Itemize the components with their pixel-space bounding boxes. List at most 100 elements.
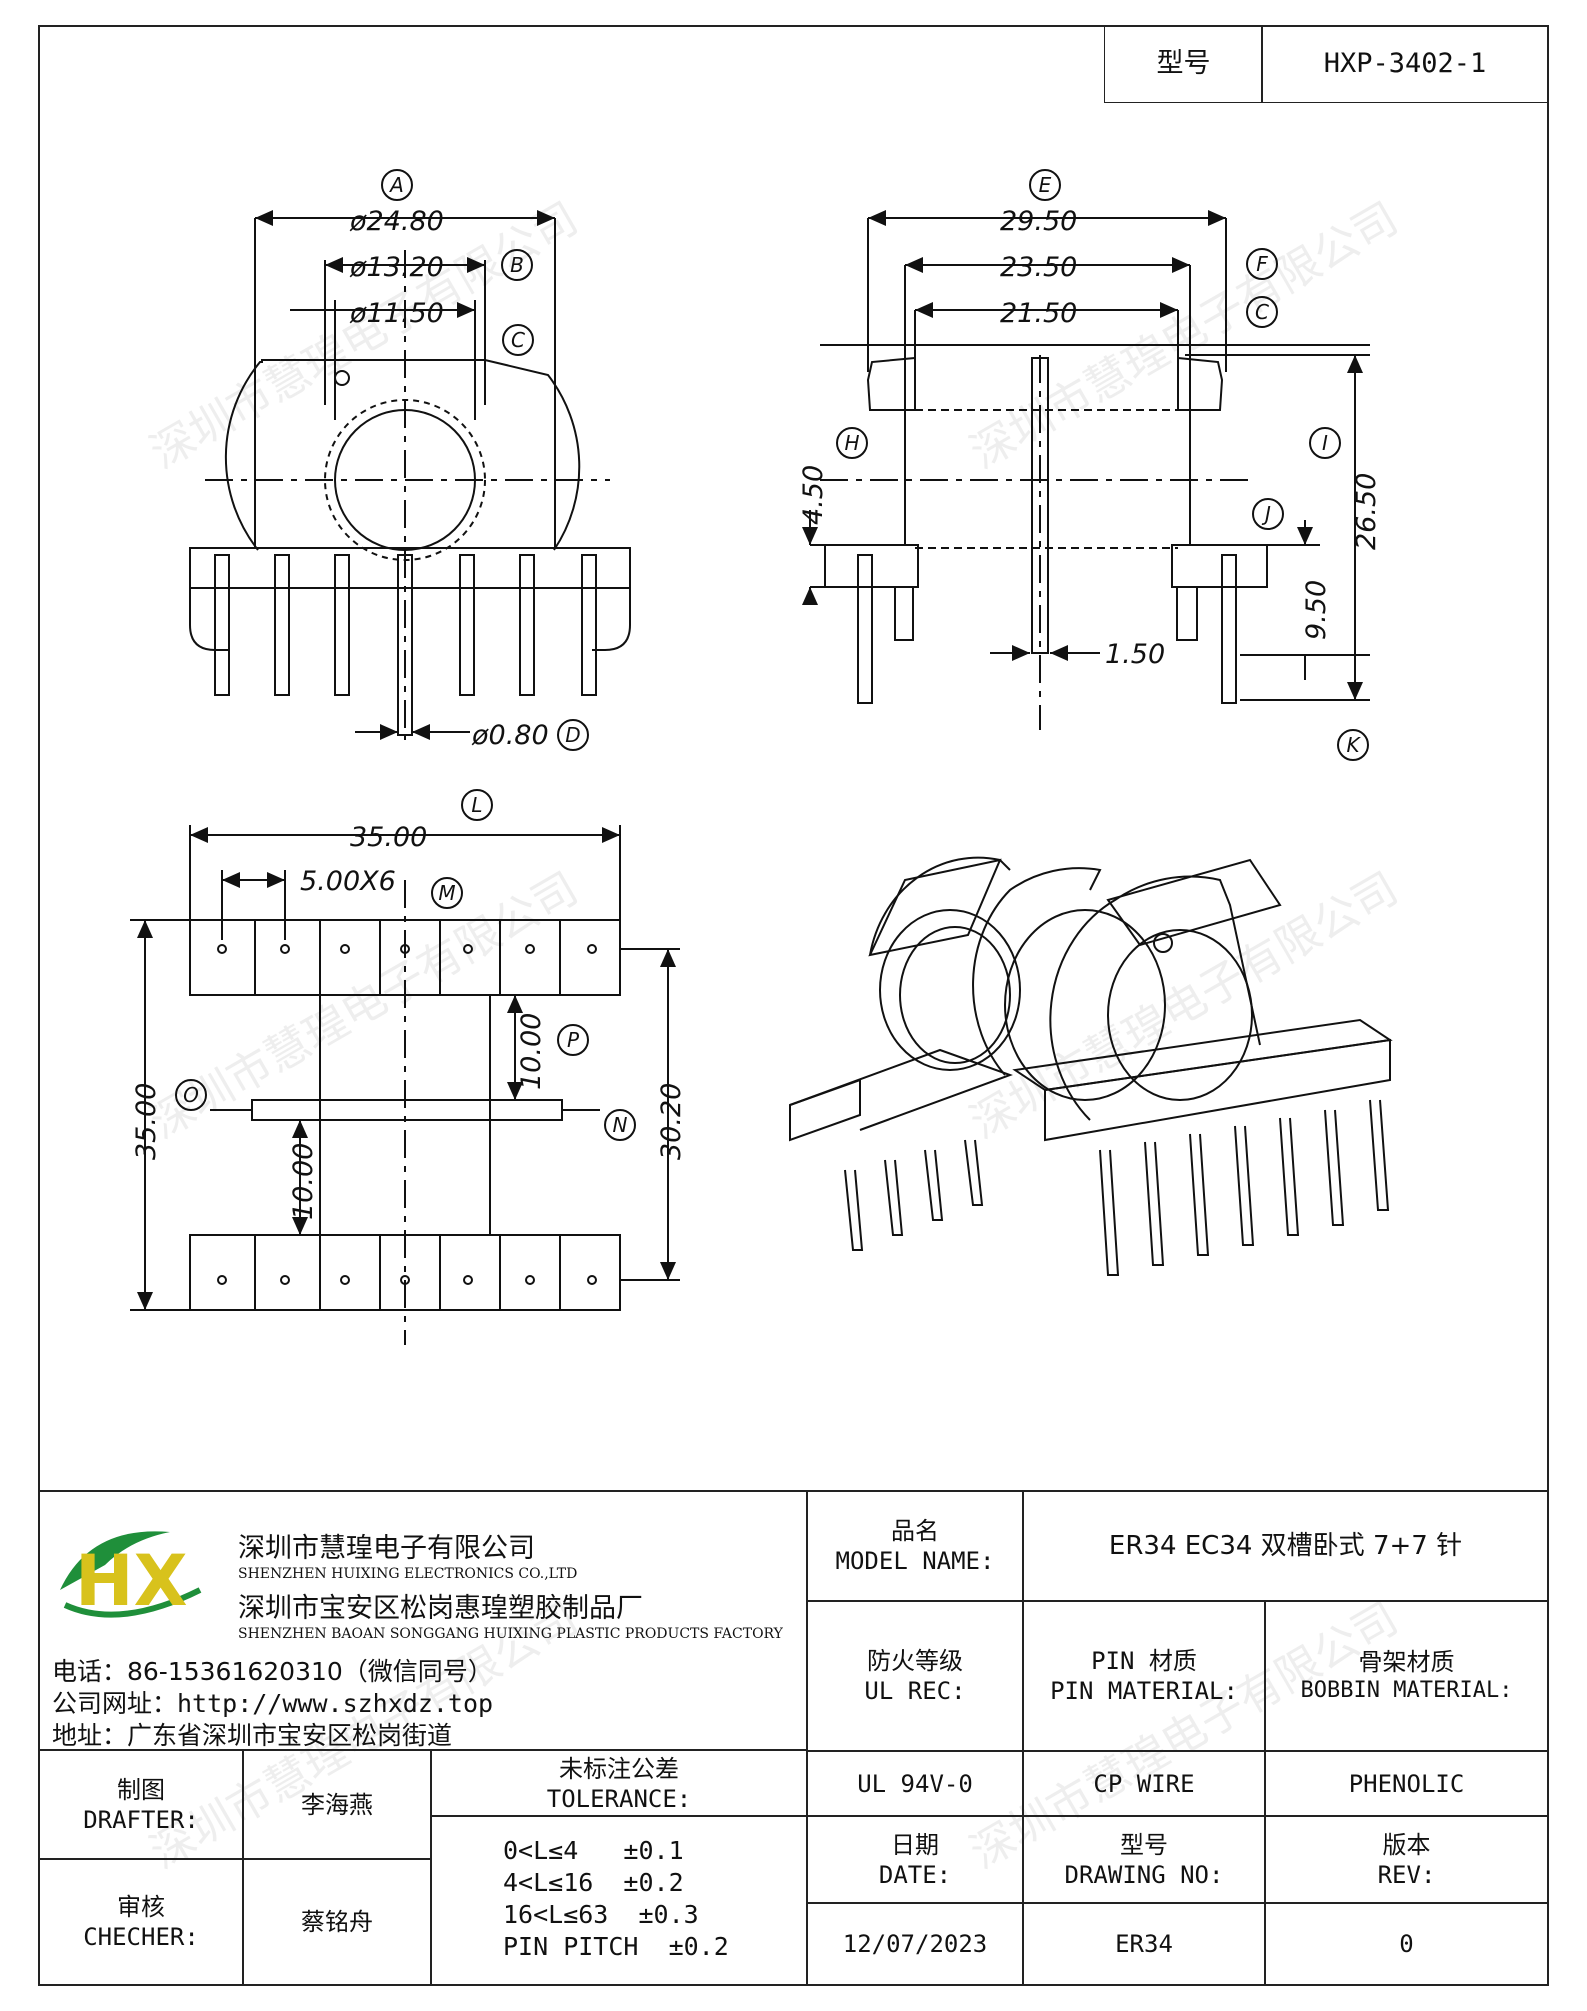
company-address: 地址：广东省深圳市宝安区松岗街道 [52,1721,453,1750]
pin-label-cell: PIN 材质 PIN MATERIAL: [1022,1600,1266,1752]
tag-C: C [511,328,525,352]
date-label-cn: 日期 [891,1830,939,1859]
date-label-en: DATE: [878,1860,952,1889]
dim-G: 21.50 [1000,298,1077,329]
company-phone: 电话：86-15361620310（微信同号） [52,1657,493,1686]
dim-L: 35.00 [350,822,427,853]
model-name-label-cell: 品名 MODEL NAME: [806,1490,1024,1602]
tag-G: C [1255,300,1269,324]
tolerance-line: 0<L≤4 ±0.1 [503,1836,684,1865]
model-name-label-en: MODEL NAME: [835,1547,995,1575]
drawing-no-label-cn: 型号 [1120,1830,1168,1859]
header-model-label-cell: 型号 [1104,25,1263,103]
dim-Q: 10.00 [288,1143,319,1220]
bottom-view-pin-slots [217,920,597,1310]
rev-value: 0 [1399,1930,1414,1958]
factory-name-cn: 深圳市宝安区松岗惠瑝塑胶制品厂 [238,1593,643,1624]
tag-A: A [388,173,404,197]
tolerance-line: 16<L≤63 ±0.3 [503,1900,699,1929]
ul-value-cell: UL 94V-0 [806,1750,1024,1817]
tag-H: H [844,431,859,455]
drawing-no-value: ER34 [1115,1930,1173,1958]
dim-P: 10.00 [516,1013,547,1090]
front-view [189,169,631,751]
drafter-value-cell: 李海燕 [242,1750,432,1860]
drafter-label-cell: 制图 DRAFTER: [38,1750,244,1860]
tolerance-line: 4<L≤16 ±0.2 [503,1868,684,1897]
bobbin-value: PHENOLIC [1348,1769,1465,1798]
bottom-view [130,789,680,1345]
bobbin-value-cell: PHENOLIC [1264,1750,1549,1817]
tag-F: F [1256,252,1268,276]
tag-O: O [183,1083,199,1107]
rev-value-cell: 0 [1264,1902,1549,1986]
technical-drawing: ø24.80 ø13.20 ø11.50 ø0.80 A B C D 29.50… [130,169,1393,1345]
dim-B: ø13.20 [349,252,444,283]
company-website: 公司网址：http://www.szhxdz.top [52,1689,494,1718]
tolerance-values-cell: 0<L≤4 ±0.1 4<L≤16 ±0.2 16<L≤63 ±0.3 PIN … [430,1815,808,1986]
tolerance-label-cell: 未标注公差 TOLERANCE: [430,1750,808,1817]
rev-label-cell: 版本 REV: [1264,1815,1549,1904]
checker-label-cell: 审核 CHECHER: [38,1858,244,1986]
model-name-label-cn: 品名 [891,1517,939,1545]
tag-M: M [438,881,455,905]
checker-value-cell: 蔡铭舟 [242,1858,432,1986]
bobbin-label-en: BOBBIN MATERIAL: [1300,1678,1513,1704]
factory-name-en: SHENZHEN BAOAN SONGGANG HUIXING PLASTIC … [238,1626,783,1642]
ul-value: UL 94V-0 [857,1769,973,1798]
isometric-view-pins [844,1099,1390,1276]
drawing-no-label-cell: 型号 DRAWING NO: [1022,1815,1266,1904]
title-block-top-line [38,1490,1549,1492]
dim-M: 5.00X6 [300,866,396,897]
dim-E: 29.50 [1000,206,1077,237]
dim-H: 4.50 [798,465,829,525]
rev-label-cn: 版本 [1382,1830,1431,1859]
header-model-value-cell: HXP-3402-1 [1261,25,1549,103]
date-value-cell: 12/07/2023 [806,1902,1024,1986]
tag-J: J [1261,502,1271,526]
dim-O: 35.00 [131,1083,162,1160]
dim-C: ø11.50 [349,298,444,329]
tag-L: L [471,793,482,817]
dim-J: 9.50 [1301,580,1332,640]
tolerance-label-cn: 未标注公差 [559,1754,679,1783]
checker-value: 蔡铭舟 [301,1908,373,1936]
drawing-no-value-cell: ER34 [1022,1902,1266,1986]
pin-value: CP WIRE [1093,1769,1195,1798]
drafter-value: 李海燕 [301,1791,373,1819]
drawing-no-label-en: DRAWING NO: [1064,1860,1224,1889]
pin-label-cn: PIN 材质 [1091,1647,1197,1675]
tolerance-label-en: TOLERANCE: [546,1784,692,1813]
front-view-pins [214,554,597,736]
tag-B: B [510,253,524,277]
isometric-view [789,856,1393,1276]
dim-I: 26.50 [1351,473,1382,550]
date-value: 12/07/2023 [842,1930,988,1958]
dim-F: 23.50 [1000,252,1077,283]
company-logo: HX [60,1531,202,1622]
company-name-cn: 深圳市慧瑝电子有限公司 [238,1533,535,1564]
header-model-label: 型号 [1156,48,1211,80]
checker-label-en: CHECHER: [83,1923,199,1951]
drafter-label-en: DRAFTER: [83,1806,199,1834]
dim-D: ø0.80 [471,720,549,751]
tag-I: I [1322,431,1328,455]
bobbin-label-cell: 骨架材质 BOBBIN MATERIAL: [1264,1600,1549,1752]
model-name-value-cell: ER34 EC34 双槽卧式 7+7 针 [1022,1490,1549,1602]
ul-label-en: UL REC: [864,1677,966,1705]
dim-K: 1.50 [1105,639,1165,670]
tag-P: P [567,1028,580,1052]
tag-N: N [613,1113,628,1137]
company-logo-text: HX [75,1540,188,1622]
company-name-en: SHENZHEN HUIXING ELECTRONICS CO.,LTD [238,1566,578,1582]
tag-E: E [1039,173,1052,197]
date-label-cell: 日期 DATE: [806,1815,1024,1904]
pin-label-en: PIN MATERIAL: [1050,1677,1238,1705]
dim-A: ø24.80 [349,206,444,237]
ul-label-cn: 防火等级 [867,1647,963,1675]
header-model-value: HXP-3402-1 [1323,48,1487,80]
ul-label-cell: 防火等级 UL REC: [806,1600,1024,1752]
model-name-value: ER34 EC34 双槽卧式 7+7 针 [1108,1530,1463,1561]
pin-value-cell: CP WIRE [1022,1750,1266,1817]
bobbin-label-cn: 骨架材质 [1358,1648,1455,1677]
